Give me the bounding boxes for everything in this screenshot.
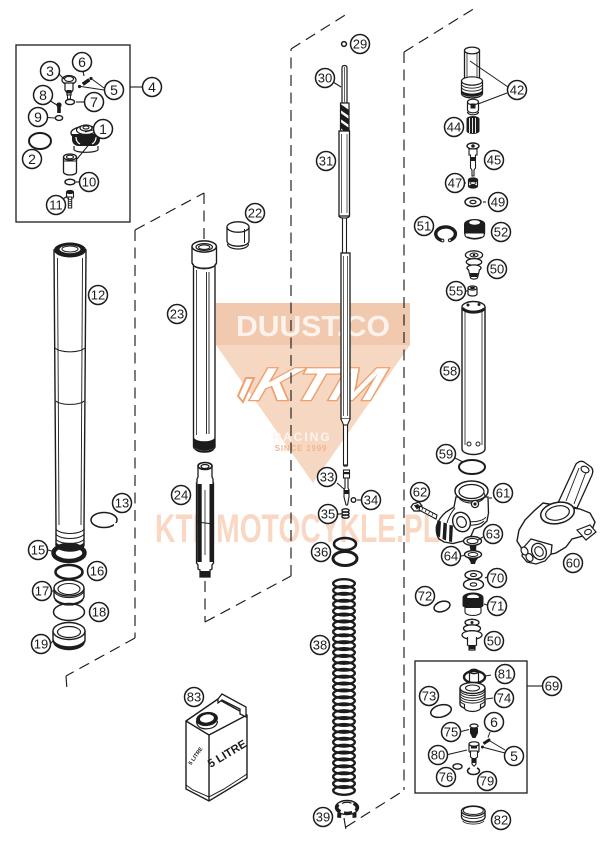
svg-text:33: 33 (320, 470, 334, 485)
svg-text:69: 69 (545, 679, 559, 694)
svg-text:59: 59 (439, 447, 453, 462)
svg-text:42: 42 (510, 83, 524, 98)
svg-text:11: 11 (49, 198, 63, 213)
svg-text:7: 7 (90, 94, 98, 110)
svg-text:79: 79 (480, 774, 494, 789)
svg-text:2: 2 (28, 151, 36, 167)
svg-text:38: 38 (313, 638, 327, 653)
svg-text:29: 29 (353, 37, 367, 52)
svg-text:63: 63 (486, 527, 500, 542)
svg-text:61: 61 (496, 486, 510, 501)
svg-text:RACING: RACING (272, 430, 331, 444)
svg-text:51: 51 (417, 219, 431, 234)
svg-text:44: 44 (447, 120, 461, 135)
svg-text:9: 9 (34, 109, 42, 125)
svg-text:73: 73 (422, 689, 436, 704)
svg-text:23: 23 (170, 307, 184, 322)
svg-text:64: 64 (444, 549, 458, 564)
svg-text:3: 3 (46, 63, 54, 79)
svg-text:75: 75 (444, 725, 458, 740)
svg-text:5: 5 (110, 82, 118, 98)
svg-text:50: 50 (487, 634, 501, 649)
svg-text:52: 52 (494, 225, 508, 240)
svg-text:74: 74 (497, 691, 511, 706)
svg-text:35: 35 (321, 507, 335, 522)
svg-text:58: 58 (443, 364, 457, 379)
svg-text:24: 24 (174, 488, 188, 503)
svg-text:6: 6 (78, 54, 86, 70)
svg-text:6: 6 (490, 714, 498, 730)
svg-text:50: 50 (490, 262, 504, 277)
svg-text:4: 4 (148, 79, 156, 95)
svg-text:60: 60 (566, 556, 580, 571)
svg-text:34: 34 (364, 493, 378, 508)
svg-text:39: 39 (316, 810, 330, 825)
svg-text:13: 13 (115, 496, 129, 511)
svg-text:70: 70 (490, 571, 504, 586)
svg-text:18: 18 (92, 605, 106, 620)
svg-text:71: 71 (490, 599, 504, 614)
svg-text:36: 36 (314, 545, 328, 560)
svg-text:47: 47 (448, 176, 462, 191)
svg-text:1: 1 (99, 121, 107, 137)
svg-text:55: 55 (449, 284, 463, 299)
svg-text:KTM: KTM (246, 359, 393, 411)
svg-text:19: 19 (34, 637, 48, 652)
svg-text:80: 80 (431, 748, 445, 763)
svg-text:12: 12 (91, 288, 105, 303)
svg-text:49: 49 (491, 195, 505, 210)
svg-text:8: 8 (39, 87, 47, 103)
svg-text:45: 45 (487, 153, 501, 168)
svg-text:SINCE 1999: SINCE 1999 (275, 444, 327, 453)
svg-text:30: 30 (318, 71, 332, 86)
svg-text:81: 81 (498, 667, 512, 682)
svg-text:16: 16 (90, 564, 104, 579)
svg-text:22: 22 (248, 206, 262, 221)
svg-text:72: 72 (418, 589, 432, 604)
svg-text:17: 17 (35, 584, 49, 599)
svg-text:62: 62 (413, 485, 427, 500)
svg-text:5: 5 (510, 748, 518, 764)
svg-text:10: 10 (82, 175, 96, 190)
svg-text:82: 82 (494, 813, 508, 828)
svg-text:83: 83 (187, 690, 201, 705)
svg-text:76: 76 (439, 770, 453, 785)
svg-text:31: 31 (319, 154, 333, 169)
svg-text:DUUST.CO: DUUST.CO (236, 311, 390, 343)
svg-text:15: 15 (31, 543, 45, 558)
